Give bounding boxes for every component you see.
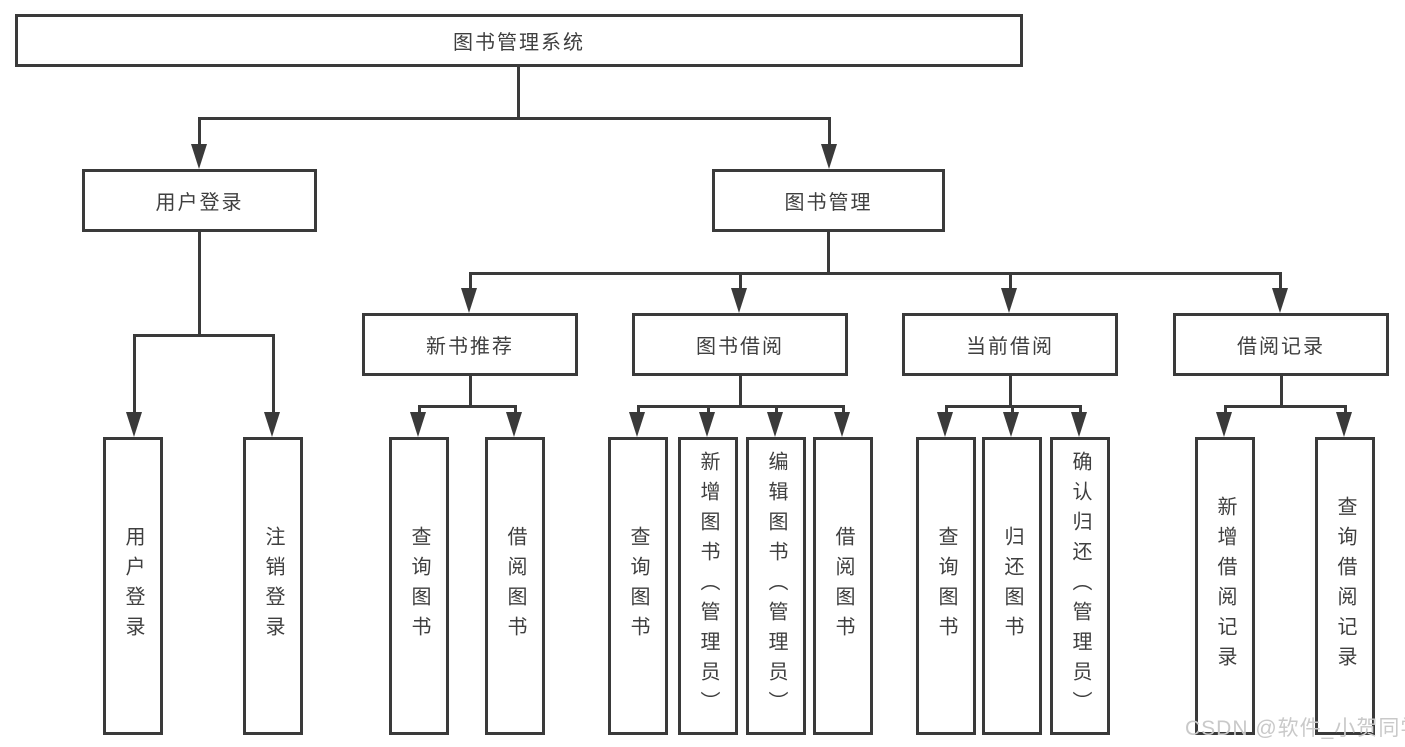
connector-line xyxy=(775,405,778,415)
connector-line xyxy=(1011,405,1014,415)
connector-line xyxy=(1009,272,1012,290)
arrowhead-down-icon xyxy=(1001,288,1017,313)
node-label: 注销登录 xyxy=(262,526,284,646)
node-label: 确认归还（管理员） xyxy=(1069,451,1091,721)
arrowhead-down-icon xyxy=(767,412,783,437)
arrowhead-down-icon xyxy=(731,288,747,313)
connector-line xyxy=(198,117,830,120)
connector-line xyxy=(198,117,201,145)
connector-line xyxy=(707,405,710,415)
arrowhead-down-icon xyxy=(1272,288,1288,313)
node-book-borrowing: 图书借阅 xyxy=(632,313,848,376)
node-label: 归还图书 xyxy=(1001,526,1023,646)
node-label: 借阅图书 xyxy=(832,526,854,646)
connector-line xyxy=(828,117,831,145)
arrowhead-down-icon xyxy=(821,144,837,169)
node-current-borrowing: 当前借阅 xyxy=(902,313,1118,376)
leaf-borrow-books-recommend: 借阅图书 xyxy=(485,437,545,735)
connector-line xyxy=(133,334,136,412)
node-library-management-system: 图书管理系统 xyxy=(15,14,1023,67)
arrowhead-down-icon xyxy=(126,412,142,437)
connector-line xyxy=(1079,405,1082,415)
connector-line xyxy=(637,405,640,415)
leaf-user-login: 用户登录 xyxy=(103,437,163,735)
arrowhead-down-icon xyxy=(1003,412,1019,437)
connector-line xyxy=(517,67,520,119)
csdn-watermark: CSDN @软件_小贺同学 xyxy=(1185,717,1405,740)
connector-line xyxy=(827,232,830,275)
node-new-book-recommend: 新书推荐 xyxy=(362,313,578,376)
arrowhead-down-icon xyxy=(264,412,280,437)
node-label: 用户登录 xyxy=(155,192,244,214)
node-user-login: 用户登录 xyxy=(82,169,317,232)
leaf-borrow-books: 借阅图书 xyxy=(813,437,873,735)
arrowhead-down-icon xyxy=(1071,412,1087,437)
arrowhead-down-icon xyxy=(937,412,953,437)
connector-line xyxy=(469,376,472,408)
connector-line xyxy=(1224,405,1347,408)
node-label: 图书借阅 xyxy=(696,336,784,358)
leaf-query-books-recommend: 查询图书 xyxy=(389,437,449,735)
arrowhead-down-icon xyxy=(1336,412,1352,437)
node-label: 查询图书 xyxy=(935,526,957,646)
connector-line xyxy=(133,334,275,337)
node-borrowing-records: 借阅记录 xyxy=(1173,313,1389,376)
node-label: 新增借阅记录 xyxy=(1214,496,1236,676)
node-label: 图书管理系统 xyxy=(453,32,585,54)
node-label: 查询借阅记录 xyxy=(1334,496,1356,676)
node-label: 图书管理 xyxy=(784,192,873,214)
node-book-management: 图书管理 xyxy=(712,169,945,232)
leaf-add-books-admin: 新增图书（管理员） xyxy=(678,437,738,735)
connector-line xyxy=(1344,405,1347,415)
leaf-logout: 注销登录 xyxy=(243,437,303,735)
node-label: 编辑图书（管理员） xyxy=(765,451,787,721)
connector-line xyxy=(418,405,421,415)
leaf-query-borrow-record: 查询借阅记录 xyxy=(1315,437,1375,735)
arrowhead-down-icon xyxy=(629,412,645,437)
arrowhead-down-icon xyxy=(699,412,715,437)
arrowhead-down-icon xyxy=(461,288,477,313)
leaf-query-books-borrowing: 查询图书 xyxy=(608,437,668,735)
arrowhead-down-icon xyxy=(834,412,850,437)
connector-line xyxy=(637,405,845,408)
connector-line xyxy=(469,272,1282,275)
node-label: 新书推荐 xyxy=(426,336,514,358)
connector-line xyxy=(418,405,517,408)
connector-line xyxy=(1009,376,1012,408)
connector-line xyxy=(1224,405,1227,415)
arrowhead-down-icon xyxy=(506,412,522,437)
connector-line xyxy=(272,334,275,412)
leaf-edit-books-admin: 编辑图书（管理员） xyxy=(746,437,806,735)
node-label: 查询图书 xyxy=(408,526,430,646)
node-label: 借阅图书 xyxy=(504,526,526,646)
node-label: 用户登录 xyxy=(122,526,144,646)
connector-line xyxy=(469,272,472,290)
node-label: 借阅记录 xyxy=(1237,336,1325,358)
connector-line xyxy=(739,272,742,290)
connector-line xyxy=(514,405,517,415)
connector-line xyxy=(842,405,845,415)
connector-line xyxy=(739,376,742,408)
arrowhead-down-icon xyxy=(1216,412,1232,437)
leaf-confirm-return-admin: 确认归还（管理员） xyxy=(1050,437,1110,735)
leaf-return-books: 归还图书 xyxy=(982,437,1042,735)
connector-line xyxy=(1279,272,1282,290)
arrowhead-down-icon xyxy=(191,144,207,169)
leaf-add-borrow-record: 新增借阅记录 xyxy=(1195,437,1255,735)
connector-line xyxy=(198,232,201,337)
arrowhead-down-icon xyxy=(410,412,426,437)
node-label: 新增图书（管理员） xyxy=(697,451,719,721)
node-label: 当前借阅 xyxy=(966,336,1054,358)
node-label: 查询图书 xyxy=(627,526,649,646)
leaf-query-books-current: 查询图书 xyxy=(916,437,976,735)
connector-line xyxy=(945,405,948,415)
connector-line xyxy=(1280,376,1283,408)
